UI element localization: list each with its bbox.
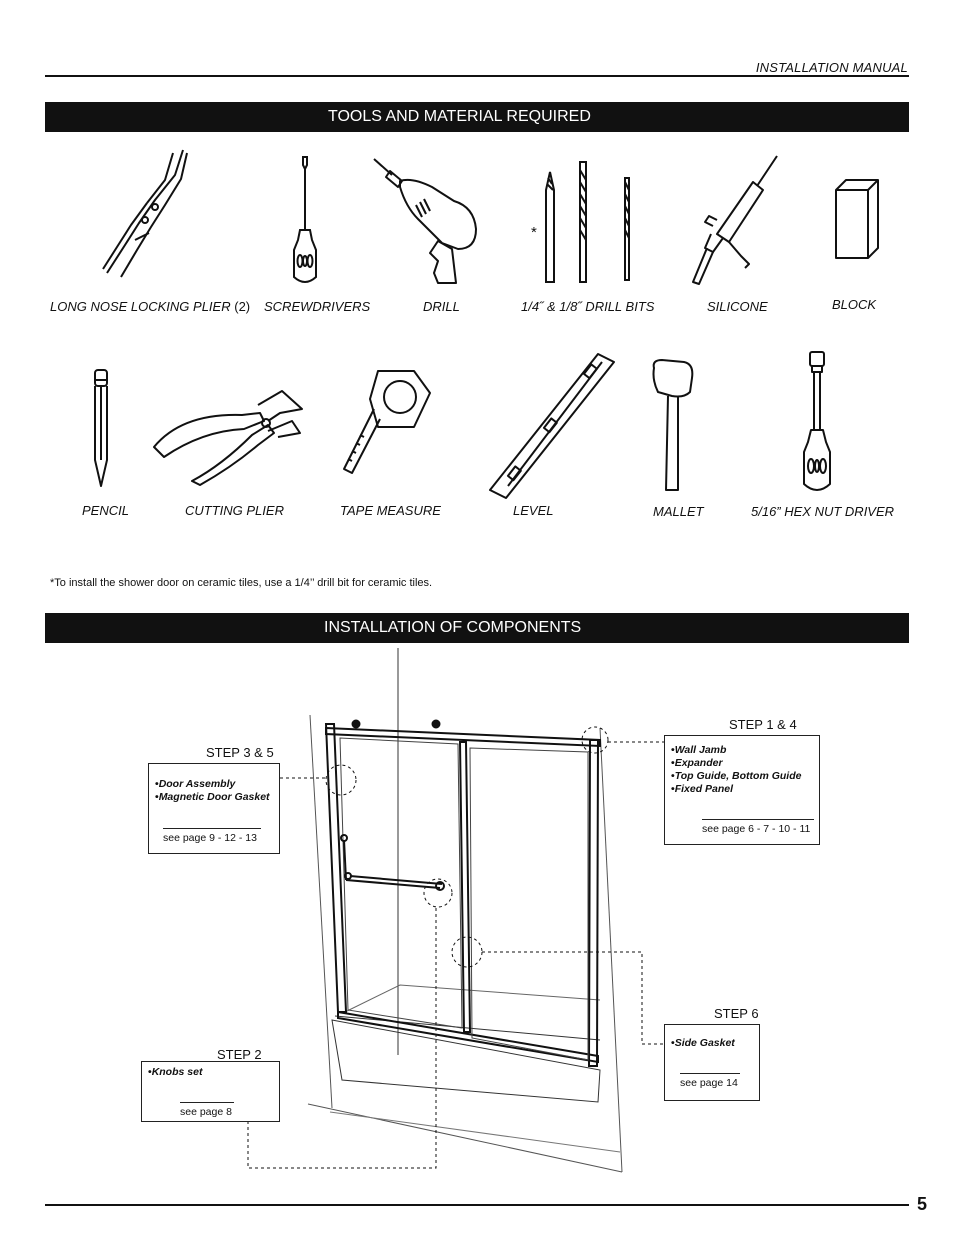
components-section-title: INSTALLATION OF COMPONENTS [324,619,582,636]
cutting-plier-icon [153,390,303,486]
step-2-box: Knobs set see page 8 [141,1061,280,1122]
tape-measure-icon [343,370,431,474]
step-item: Knobs set [148,1066,203,1079]
step-3-5-box: Door Assembly Magnetic Door Gasket see p… [148,763,280,854]
locking-plier-icon [102,149,188,278]
step-3-5-page-ref: see page 9 - 12 - 13 [163,828,261,844]
block-icon [835,179,879,259]
footer-rule [45,1204,909,1206]
level-icon [489,353,615,499]
tools-section-title: TOOLS AND MATERIAL REQUIRED [328,108,591,125]
step-item: Top Guide, Bottom Guide [671,770,802,783]
step-6-box: Side Gasket see page 14 [664,1024,760,1101]
step-3-5-title: STEP 3 & 5 [206,745,274,760]
components-section-header: INSTALLATION OF COMPONENTS [45,613,909,643]
hex-nut-driver-icon [803,351,831,491]
tool-label-tape-measure: TAPE MEASURE [340,503,441,518]
manual-header-label: INSTALLATION MANUAL [755,60,908,75]
step-1-4-box: Wall Jamb Expander Top Guide, Bottom Gui… [664,735,820,845]
step-item: Fixed Panel [671,783,801,796]
tool-label-drill-bits: 1/4˝ & 1/8˝ DRILL BITS [521,299,655,314]
step-2-title: STEP 2 [217,1047,262,1062]
tool-label-level: LEVEL [513,503,554,518]
tool-label-silicone: SILICONE [707,299,768,314]
tool-label-locking-plier: LONG NOSE LOCKING PLIER (2) [50,299,251,314]
tool-label-cutting-plier: CUTTING PLIER [185,503,284,518]
tool-label-mallet: MALLET [653,504,704,519]
mallet-icon [652,359,694,491]
step-item: Side Gasket [671,1037,735,1050]
step-2-page-ref: see page 8 [180,1102,234,1118]
tools-section-header: TOOLS AND MATERIAL REQUIRED [45,102,909,132]
header-rule [45,75,909,77]
step-item: Door Assembly [155,778,270,791]
drill-bits-icon [545,161,630,283]
tool-label-block: BLOCK [832,297,877,312]
caulk-gun-icon [692,155,778,285]
step-item: Wall Jamb [671,744,801,757]
pencil-icon [94,369,108,487]
drill-icon [373,158,477,284]
step-1-4-title: STEP 1 & 4 [729,717,797,732]
ceramic-tile-footnote: *To install the shower door on ceramic t… [50,577,433,589]
tool-label-drill: DRILL [423,299,460,314]
drill-bit-asterisk: * [531,224,537,241]
page-number: 5 [917,1194,928,1214]
step-item: Expander [671,757,801,770]
step-6-title: STEP 6 [714,1006,759,1021]
step-item: Magnetic Door Gasket [155,791,270,804]
step-6-page-ref: see page 14 [680,1073,740,1089]
tool-label-hex-nut-driver: 5/16” HEX NUT DRIVER [751,504,895,519]
tool-label-pencil: PENCIL [82,503,129,518]
step-1-4-page-ref: see page 6 - 7 - 10 - 11 [702,819,814,835]
tool-label-screwdrivers: SCREWDRIVERS [264,299,371,314]
screwdriver-icon [293,156,317,283]
